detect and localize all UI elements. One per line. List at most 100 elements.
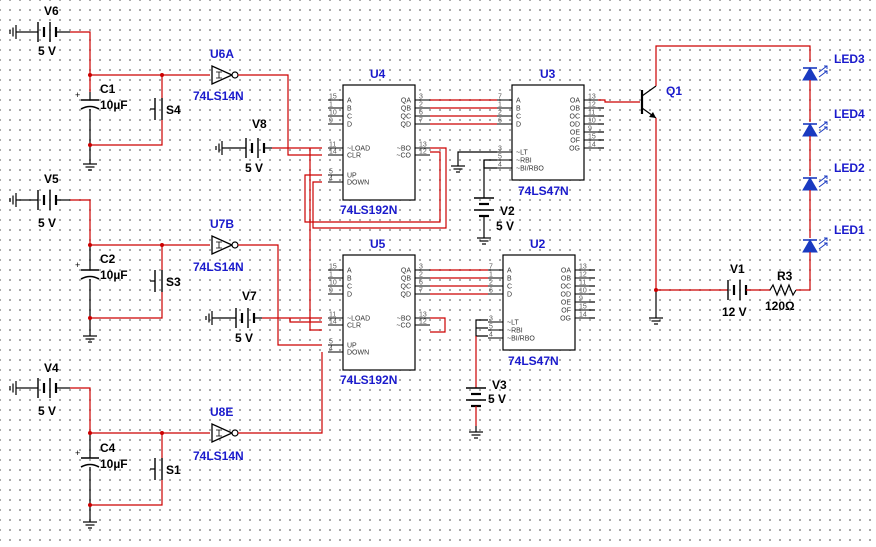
u2-outputs (589, 269, 595, 319)
u3-pin-name-right: OC (570, 114, 581, 121)
u5-pin-number: 3 (419, 264, 423, 271)
u3-pin-number: 10 (588, 118, 596, 125)
section-u8e (9, 352, 323, 529)
u2-pin-name-right: OG (560, 316, 571, 323)
u3-pin-name-right: OG (569, 146, 580, 153)
c4-value: 10µF (100, 457, 128, 471)
u3-pin-number: 12 (588, 102, 596, 109)
u2-pin-number: 14 (579, 312, 587, 319)
u4-pin-name-right: QC (401, 114, 412, 121)
u4-pin-number: 12 (419, 149, 427, 156)
c2-label: C2 (100, 252, 116, 266)
u3-pin-number: 3 (498, 146, 502, 153)
s3-label: S3 (166, 275, 181, 289)
u3-pin-number: 9 (588, 126, 592, 133)
v2-value: 5 V (496, 219, 514, 233)
u3-pin-number: 11 (588, 110, 595, 117)
u7b-part: 74LS14N (193, 260, 244, 274)
u5-pin-name-right: QA (401, 268, 411, 275)
u5-chip: A15B1C10D9~LOAD11CLR14UP5DOWN4QA3QB2QC6Q… (328, 254, 430, 371)
u2-pin-number: 10 (579, 288, 587, 295)
u3-pin-name-left: B (516, 106, 521, 113)
u3-pin-number: 14 (588, 142, 596, 149)
u3-pin-number: 15 (588, 134, 596, 141)
u2-label: U2 (530, 237, 546, 251)
v3-value: 5 V (488, 392, 506, 406)
u4-pin-number: 7 (419, 118, 423, 125)
u2-pin-number: 11 (579, 280, 586, 287)
u4-pin-name-right: ~CO (396, 153, 411, 160)
u3-pin-number: 5 (498, 154, 502, 161)
q1-label: Q1 (666, 84, 682, 98)
u5-pin-name-left: ~LOAD (347, 316, 370, 323)
u5-pin-number: 14 (329, 319, 337, 326)
u3-pin-name-left: ~BI/RBO (516, 166, 544, 173)
u2-pin-name-left: D (507, 292, 512, 299)
v1-value: 12 V (722, 305, 747, 319)
u2-pin-name-left: C (507, 284, 512, 291)
c4-label: C4 (100, 441, 116, 455)
u5-pin-number: 9 (329, 288, 333, 295)
u2-pin-name-right: OA (561, 268, 571, 275)
u2-pin-name-right: OE (561, 300, 571, 307)
u5-pin-name-left: A (347, 268, 352, 275)
section-u6a (9, 20, 322, 171)
v6-value: 5 V (38, 44, 56, 58)
v8-label: V8 (252, 117, 267, 131)
u5-pin-name-right: ~BO (397, 316, 412, 323)
u2-pin-name-right: OD (561, 292, 572, 299)
u3-pin-name-right: OD (570, 122, 581, 129)
u3-pin-number: 13 (588, 94, 596, 101)
u2-pin-number: 13 (579, 264, 587, 271)
u5-pin-name-left: C (347, 284, 352, 291)
bus-u5-u2 (430, 269, 488, 295)
u5-pin-number: 2 (419, 272, 423, 279)
r3-label: R3 (777, 269, 793, 283)
u2-pin-number: 4 (489, 332, 493, 339)
u4-pin-number: 15 (329, 94, 337, 101)
c1-label: C1 (100, 82, 116, 96)
u3-pin-number: 7 (498, 94, 502, 101)
u2-pin-number: 7 (489, 264, 493, 271)
v3-label: V3 (492, 378, 507, 392)
u5-pin-number: 15 (329, 264, 337, 271)
led1-label: LED1 (834, 223, 865, 237)
u4-pin-number: 13 (419, 142, 427, 149)
u2-pin-name-left: ~RBI (507, 328, 523, 335)
u6a-label: U6A (210, 47, 234, 61)
u4-label: U4 (370, 67, 386, 81)
q1-transistor (640, 45, 811, 325)
bus-u4-u3 (430, 99, 497, 125)
u4-pin-name-left: A (347, 98, 352, 105)
u2-chip: A7B1C2D6~LT3~RBI5~BI/RBO4OA13OB12OC11OD1… (488, 254, 590, 351)
section-u7b (9, 188, 322, 346)
v8-value: 5 V (245, 161, 263, 175)
u6a-part: 74LS14N (193, 89, 244, 103)
u4-pin-name-left: ~LOAD (347, 146, 370, 153)
counter-cascade-wires (304, 147, 447, 333)
u4-pin-name-right: ~BO (397, 146, 412, 153)
u3-pin-number: 1 (498, 102, 502, 109)
u5-pin-name-right: QB (401, 276, 411, 283)
u4-pin-number: 1 (329, 102, 333, 109)
u3-pin-number: 4 (498, 162, 502, 169)
u4-pin-name-right: QB (401, 106, 411, 113)
u4-pin-name-right: QA (401, 98, 411, 105)
u4-pin-name-left: C (347, 114, 352, 121)
u3-pin-name-left: ~LT (516, 150, 528, 157)
u3-pin-name-left: A (516, 98, 521, 105)
u2-pin-number: 5 (489, 324, 493, 331)
led2-label: LED2 (834, 161, 865, 175)
u4-pin-name-left: UP (347, 173, 357, 180)
r3-value: 120Ω (765, 299, 795, 313)
v1-r3-loop (654, 278, 810, 302)
u2-pin-name-left: ~BI/RBO (507, 336, 535, 343)
u5-part: 74LS192N (340, 373, 397, 387)
u4-pin-number: 10 (329, 110, 337, 117)
u2-pin-number: 6 (489, 288, 493, 295)
u8e-part: 74LS14N (193, 449, 244, 463)
led-string (802, 65, 828, 290)
u5-pin-name-right: ~CO (396, 323, 411, 330)
v7-supply (205, 306, 322, 330)
